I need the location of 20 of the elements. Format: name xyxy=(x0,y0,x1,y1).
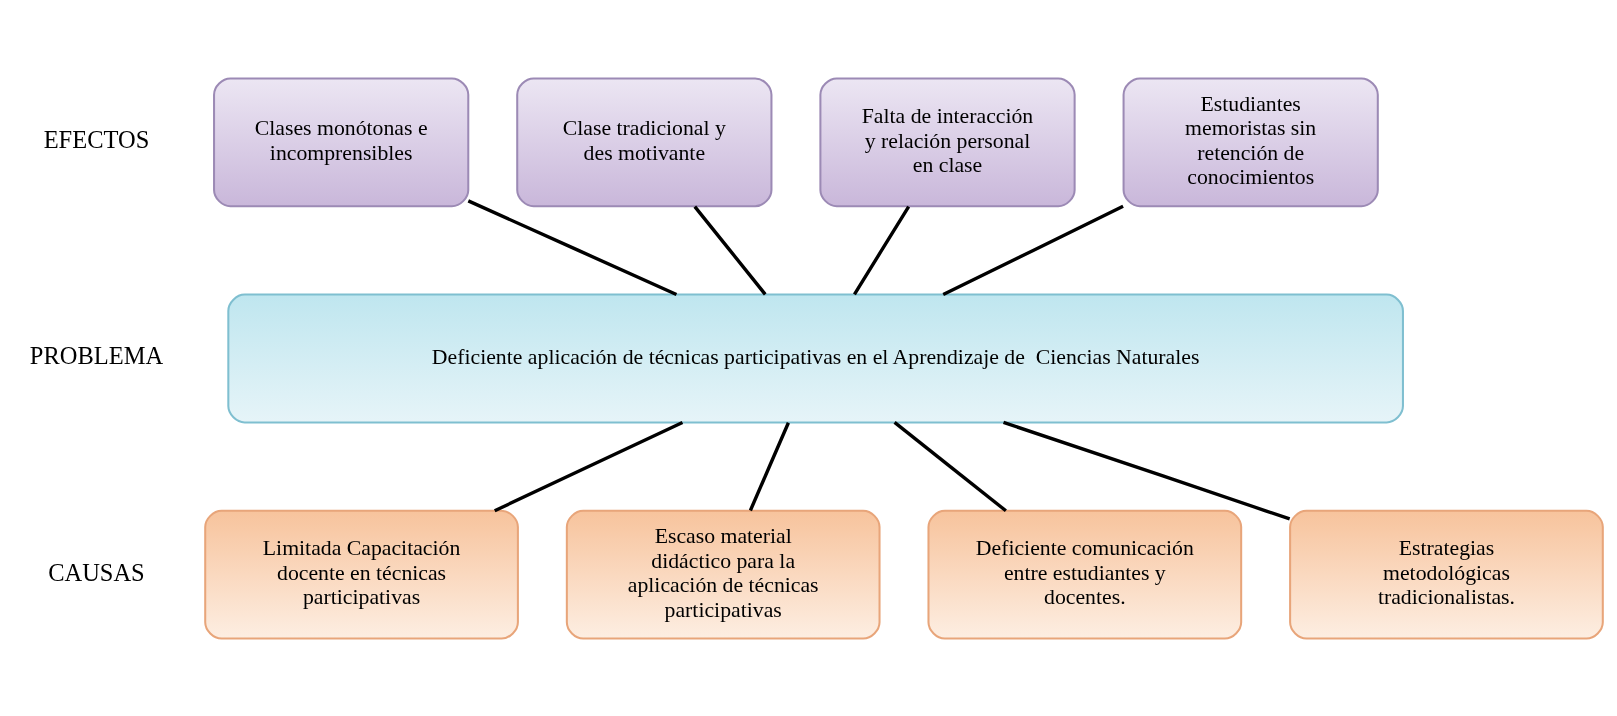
node-box: Limitada Capacitación docente en técnicas participativas xyxy=(204,509,519,640)
node-box: Deficiente comunicación entre estudiantes y docentes. xyxy=(927,509,1243,640)
node-box: Estudiantes memoristas sin retención de conocimientos xyxy=(1122,76,1379,207)
label: EFECTOS xyxy=(43,125,150,153)
node-box: Clase tradicional y des motivante xyxy=(516,76,773,207)
node-box: Deficiente aplicación de técnicas participativas en el Aprendizaje de Ciencias Naturales xyxy=(227,293,1404,423)
connector xyxy=(853,205,911,295)
connector xyxy=(467,198,678,296)
connector xyxy=(748,421,790,511)
node-box: Clases monótonas e incomprensibles xyxy=(213,76,470,207)
node-box: Falta de interacción y relación personal en clase xyxy=(819,76,1076,207)
connector xyxy=(893,420,1007,512)
label: CAUSAS xyxy=(48,558,145,586)
connector xyxy=(494,420,684,512)
node-box: Escaso material didáctico para la aplicación de técnicas participativas xyxy=(565,509,881,640)
connector xyxy=(942,204,1124,296)
connector xyxy=(693,205,767,295)
connector xyxy=(1002,420,1291,521)
label: PROBLEMA xyxy=(29,341,164,369)
node-box: Estrategias metodológicas tradicionalistas. xyxy=(1289,509,1604,640)
